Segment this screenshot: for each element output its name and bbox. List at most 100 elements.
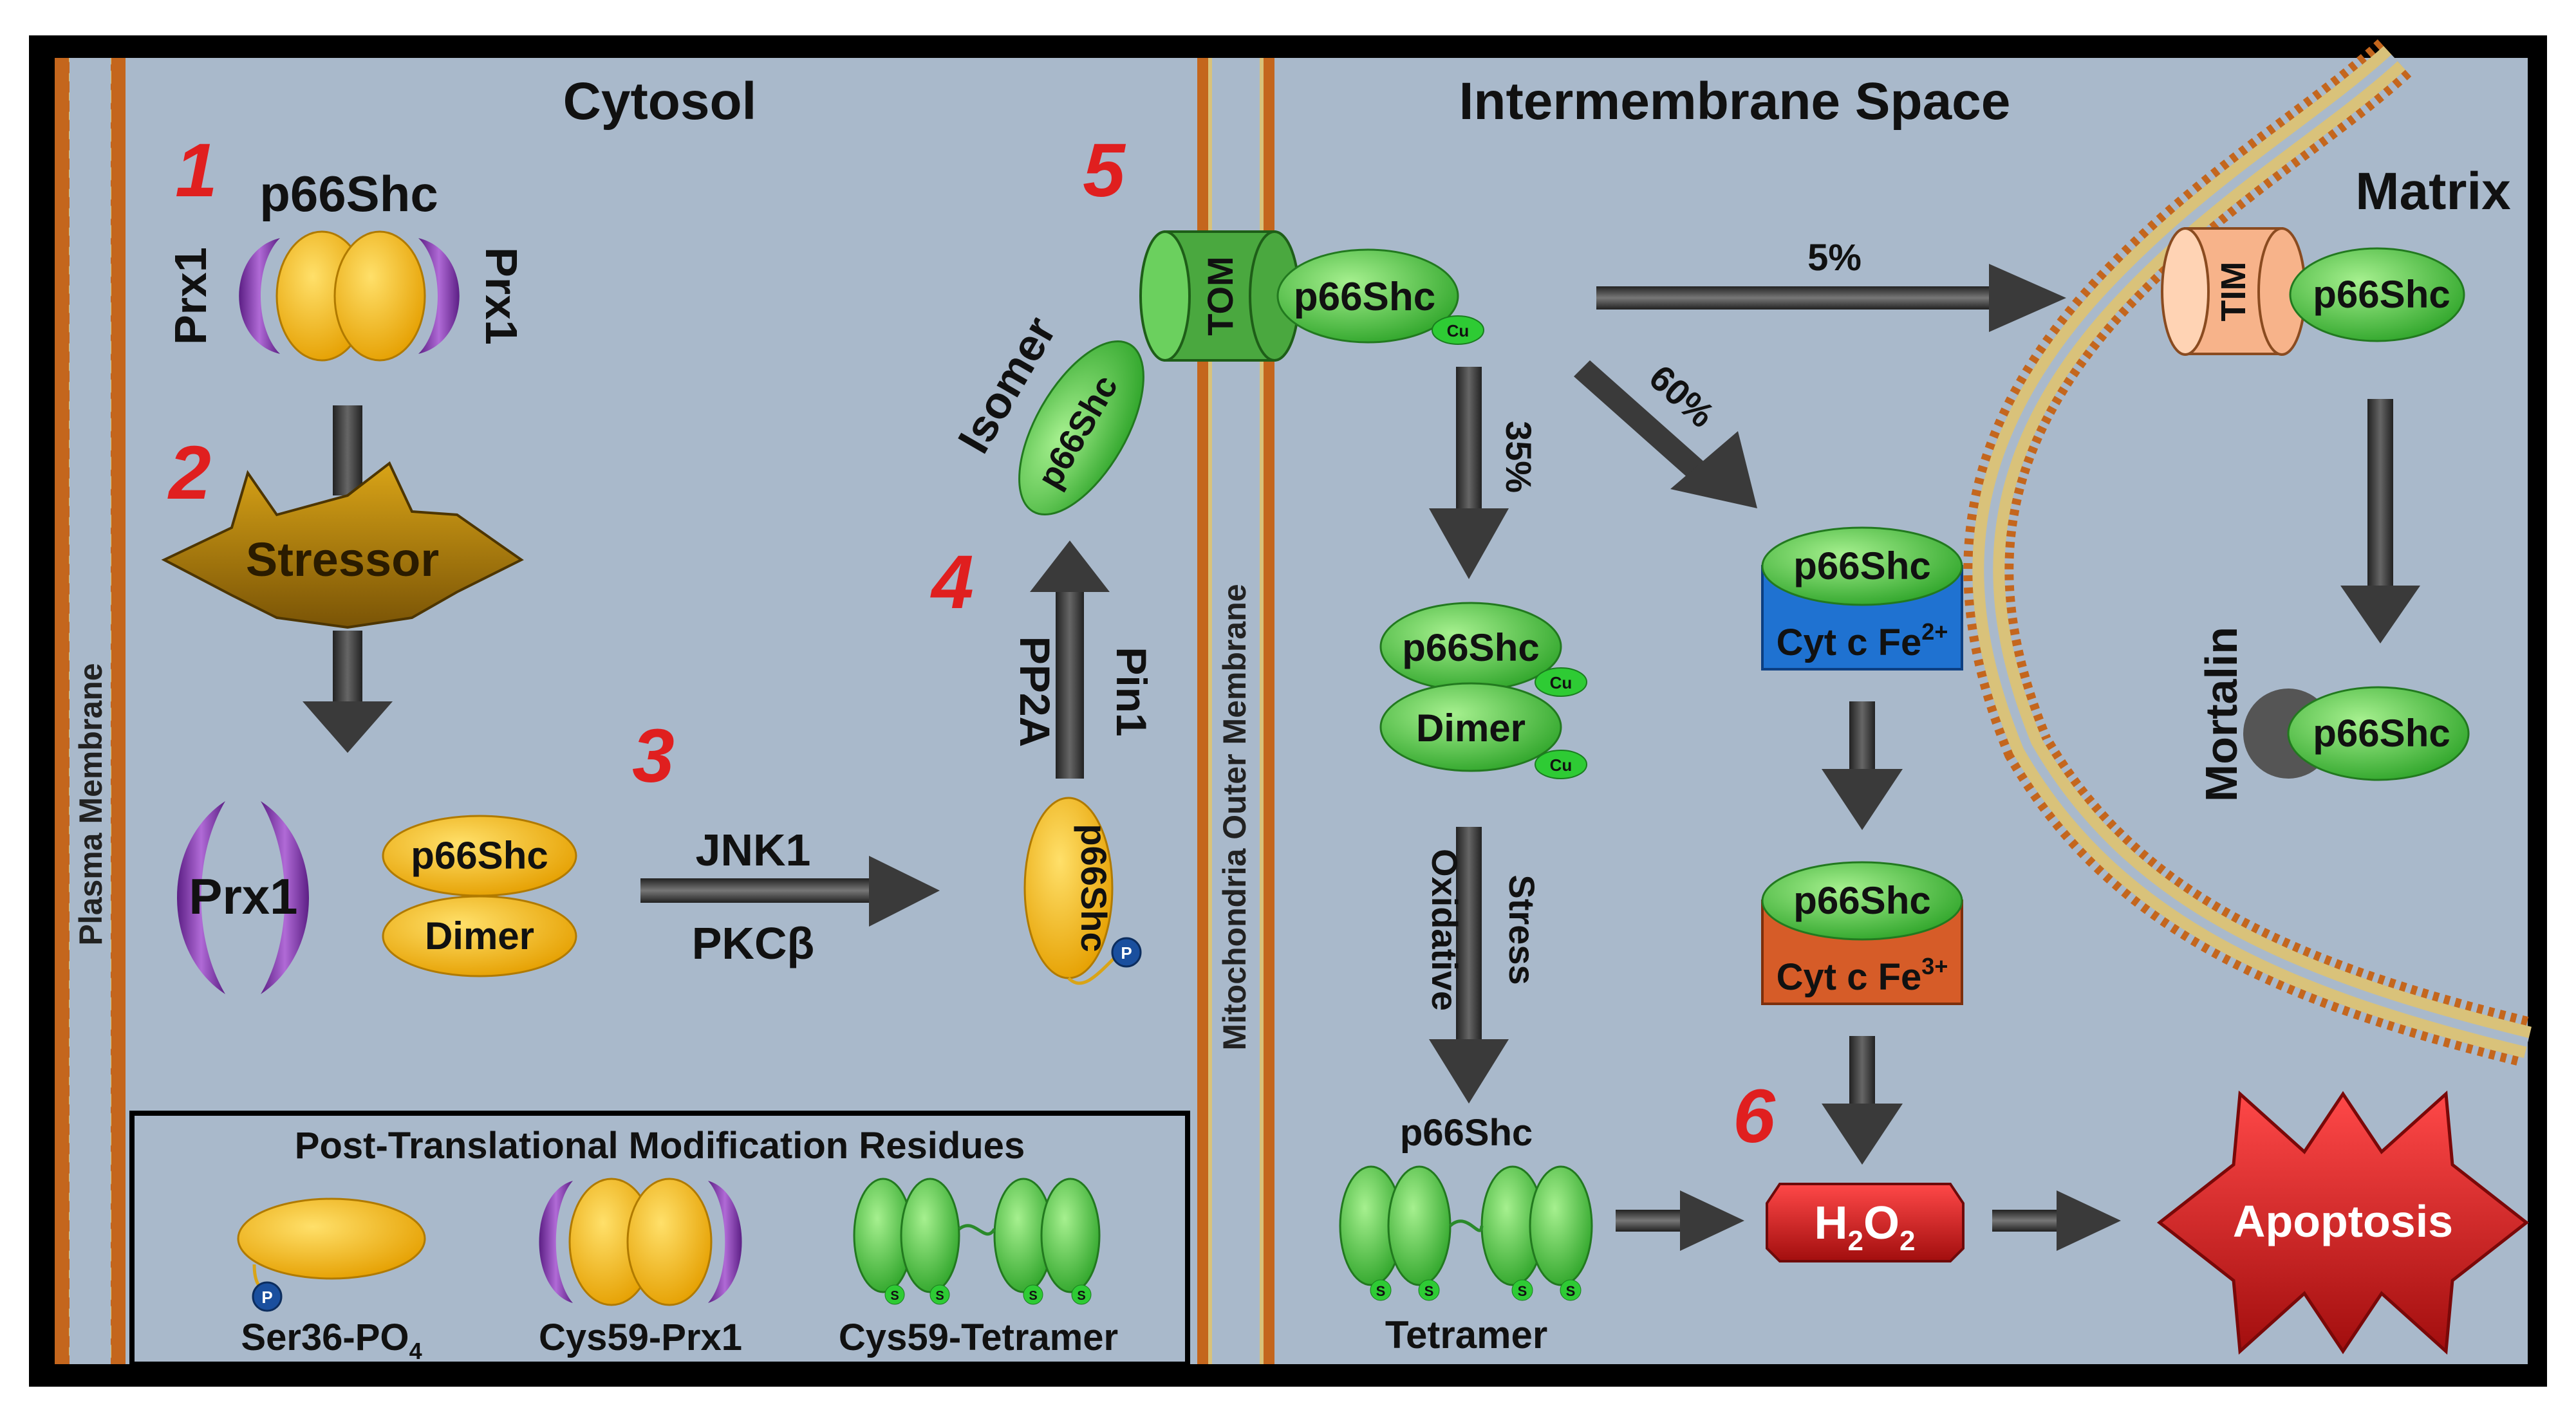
tom-label: TOM xyxy=(1200,256,1240,335)
ims-dimer-cu1: Cu xyxy=(1550,673,1573,692)
outer-membrane: Mitochondria Outer Membrane xyxy=(1197,58,1274,1364)
stress-label: Stress xyxy=(1502,874,1542,985)
step1-p66shc-label: p66Shc xyxy=(259,165,438,222)
dimer-p66shc-label: p66Shc xyxy=(411,834,548,877)
pin1-label: Pin1 xyxy=(1108,647,1155,736)
dimer-label: Dimer xyxy=(425,914,534,957)
arrow-tetramer-to-h2o2 xyxy=(1616,1190,1744,1251)
step-1: 1 xyxy=(175,128,218,213)
tim-p66shc-label: p66Shc xyxy=(2313,273,2450,316)
cytosol-title: Cytosol xyxy=(563,72,757,131)
tim-complex: TIM p66Shc xyxy=(2161,227,2465,356)
phospho-p-label: P xyxy=(1121,943,1132,963)
step-3: 3 xyxy=(632,714,675,799)
cytc3-label: Cyt c Fe xyxy=(1777,956,1922,998)
tim-label: TIM xyxy=(2214,262,2253,322)
intermembrane-title: Intermembrane Space xyxy=(1459,72,2011,131)
tom-cu-label: Cu xyxy=(1447,321,1470,340)
tetramer-s2: S xyxy=(1424,1283,1434,1299)
stressor-shape: Stressor xyxy=(161,461,524,629)
legend-ser36: Ser36-PO xyxy=(241,1317,409,1358)
svg-text:Cyt c Fe2+: Cyt c Fe2+ xyxy=(1777,618,1948,663)
cytc2-label: Cyt c Fe xyxy=(1777,622,1922,663)
legend-cys59-prx1: Cys59-Prx1 xyxy=(539,1317,742,1358)
mortalin-complex: p66Shc Mortalin xyxy=(2196,627,2470,802)
mortalin-p66shc-label: p66Shc xyxy=(2313,712,2450,755)
legend-s1: S xyxy=(890,1289,899,1303)
free-prx1: Prx1 xyxy=(177,801,309,994)
ims-dimer-cu2: Cu xyxy=(1550,755,1573,775)
arrow-isomerization: PP2A Pin1 xyxy=(1011,541,1155,779)
tetramer-s4: S xyxy=(1566,1283,1576,1299)
svg-text:Cyt c Fe3+: Cyt c Fe3+ xyxy=(1777,953,1948,998)
legend-s4: S xyxy=(1077,1289,1085,1303)
svg-text:H2O2: H2O2 xyxy=(1815,1197,1916,1257)
cytc2-p66shc-label: p66Shc xyxy=(1793,544,1930,587)
cytc2-charge: 2+ xyxy=(1921,618,1948,645)
jnk1-label: JNK1 xyxy=(696,825,811,875)
tom-p66shc-label: p66Shc xyxy=(1294,275,1436,319)
tetramer-s3: S xyxy=(1518,1283,1527,1299)
arrow-cytc-oxidation xyxy=(1822,701,1903,830)
apoptosis-label: Apoptosis xyxy=(2233,1196,2453,1246)
arrow-cytc-to-h2o2 xyxy=(1822,1036,1903,1165)
tetramer-label: Tetramer xyxy=(1385,1313,1547,1356)
ims-dimer-label: Dimer xyxy=(1416,707,1526,750)
ims-dimer-p66shc-label: p66Shc xyxy=(1402,626,1539,669)
pkcb-label: PKCβ xyxy=(692,918,815,968)
legend-title: Post-Translational Modification Residues xyxy=(295,1125,1025,1167)
legend-p-label: P xyxy=(261,1288,272,1307)
legend-ser36-sub: 4 xyxy=(409,1338,422,1364)
h2o2-h: H xyxy=(1815,1197,1848,1249)
phospho-p66shc-label: p66Shc xyxy=(1074,824,1114,952)
ims-tetramer: p66Shc S S S S Tetramer xyxy=(1339,1112,1593,1356)
step-6: 6 xyxy=(1733,1074,1776,1159)
phospho-p66shc: p66Shc P xyxy=(1023,797,1142,985)
pct-35-label: 35% xyxy=(1498,421,1539,493)
arrow-kinase: JNK1 PKCβ xyxy=(640,825,940,968)
mortalin-label: Mortalin xyxy=(2196,627,2246,802)
svg-text:Ser36-PO4: Ser36-PO4 xyxy=(241,1317,422,1364)
ptm-legend: Post-Translational Modification Residues… xyxy=(129,1111,1190,1367)
free-prx1-label: Prx1 xyxy=(189,868,297,925)
arrow-h2o2-to-apoptosis xyxy=(1992,1190,2121,1251)
cytc-fe3-complex: p66Shc Cyt c Fe3+ xyxy=(1761,861,1963,1005)
arrow-step1-to-step2 xyxy=(333,405,362,495)
arrow-oxidative-stress: Oxidative Stress xyxy=(1424,827,1542,1104)
step-2: 2 xyxy=(167,430,211,515)
p66shc-prx1-complex: p66Shc Prx1 Prx1 xyxy=(165,165,527,362)
stressor-label: Stressor xyxy=(246,533,439,586)
plasma-membrane-label: Plasma Membrane xyxy=(73,663,109,945)
inner-membrane xyxy=(1963,39,2534,1067)
step-5: 5 xyxy=(1083,128,1126,213)
tetramer-p66shc-label: p66Shc xyxy=(1400,1112,1533,1154)
p66shc-dimer-cytosol: p66Shc Dimer xyxy=(382,815,577,977)
h2o2-box: H2O2 xyxy=(1766,1183,1965,1262)
legend-s2: S xyxy=(935,1289,944,1303)
ims-dimer: p66Shc Dimer Cu Cu xyxy=(1379,602,1587,779)
outer-membrane-label: Mitochondria Outer Membrane xyxy=(1217,584,1253,1050)
cytc3-charge: 3+ xyxy=(1921,953,1948,979)
legend-s3: S xyxy=(1029,1289,1037,1303)
cytc-fe2-complex: p66Shc Cyt c Fe2+ xyxy=(1761,526,1963,670)
arrow-to-mortalin xyxy=(2340,399,2420,643)
legend-cys59-tetramer: Cys59-Tetramer xyxy=(839,1317,1118,1358)
pp2a-label: PP2A xyxy=(1011,636,1059,747)
h2o2-2a: 2 xyxy=(1848,1225,1863,1257)
tetramer-s1: S xyxy=(1376,1283,1386,1299)
matrix-title: Matrix xyxy=(2355,162,2511,221)
plasma-membrane: Plasma Membrane xyxy=(55,58,126,1364)
tom-complex: TOM p66Shc Cu xyxy=(1139,230,1484,362)
pct-5-label: 5% xyxy=(1807,237,1862,279)
arrow-35pct: 35% xyxy=(1429,367,1539,579)
arrow-5pct: 5% xyxy=(1596,237,2066,332)
step1-prx1-right: Prx1 xyxy=(476,247,527,345)
step1-prx1-left: Prx1 xyxy=(165,247,216,345)
h2o2-o: O xyxy=(1863,1197,1899,1249)
cytc3-p66shc-label: p66Shc xyxy=(1793,879,1930,922)
arrow-stressor-down xyxy=(303,631,393,753)
oxidative-label: Oxidative xyxy=(1424,849,1465,1011)
h2o2-2b: 2 xyxy=(1899,1225,1915,1257)
